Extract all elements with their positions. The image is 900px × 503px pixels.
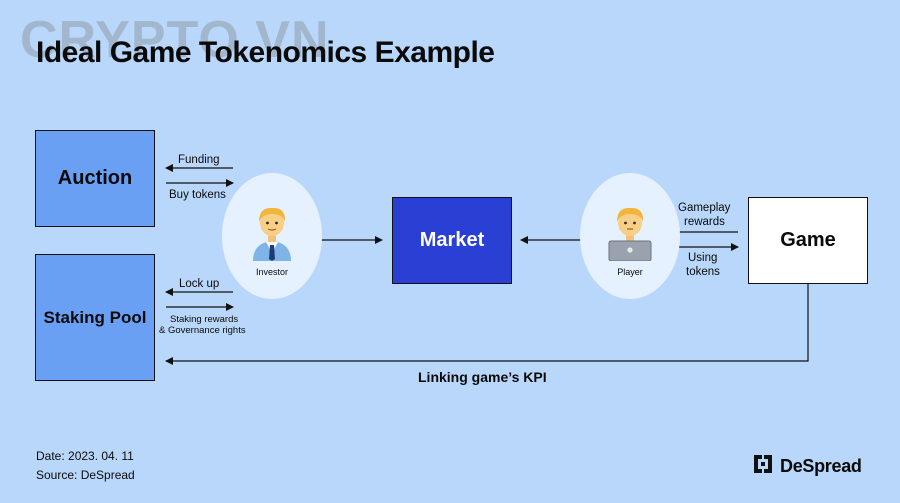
player-icon: [580, 203, 680, 266]
investor-label: Investor: [255, 267, 288, 277]
investor-icon: [222, 203, 322, 266]
page-title: Ideal Game Tokenomics Example: [36, 36, 495, 69]
kpi-link-arrow: [165, 282, 809, 365]
market-label: Market: [419, 229, 485, 251]
staking-rewards-label-line1: Staking rewards: [170, 314, 239, 325]
footer-date: Date: 2023. 04. 11: [36, 449, 134, 463]
watermark: CRYPTO VN: [20, 11, 330, 69]
footer-source: Source: DeSpread: [36, 468, 135, 482]
gameplay-rewards-label-line2: rewards: [684, 216, 725, 228]
brand-name: DeSpread: [780, 456, 862, 476]
funding-label: Funding: [178, 154, 220, 166]
lock-up-label: Lock up: [179, 278, 220, 290]
auction-node: Auction: [35, 130, 155, 227]
brand-logo: DeSpread: [752, 453, 862, 480]
buy-tokens-label: Buy tokens: [169, 189, 226, 201]
staking-pool-label: Staking Pool: [43, 307, 147, 327]
kpi-link-label: Linking game’s KPI: [418, 369, 547, 385]
player-label: Player: [617, 267, 643, 277]
player-node: Player: [580, 173, 680, 299]
staking-rewards-label-line2: & Governance rights: [159, 325, 246, 336]
staking-pool-node: Staking Pool: [35, 254, 155, 381]
despread-logo-icon: [752, 453, 774, 480]
investor-node: Investor: [222, 173, 322, 299]
auction-label: Auction: [57, 167, 133, 189]
gameplay-rewards-label-line1: Gameplay: [678, 202, 731, 214]
using-tokens-label-line1: Using: [688, 252, 718, 264]
market-node: Market: [392, 197, 512, 284]
game-node: Game: [748, 197, 868, 284]
using-tokens-label-line2: tokens: [686, 266, 720, 278]
game-label: Game: [780, 229, 836, 251]
